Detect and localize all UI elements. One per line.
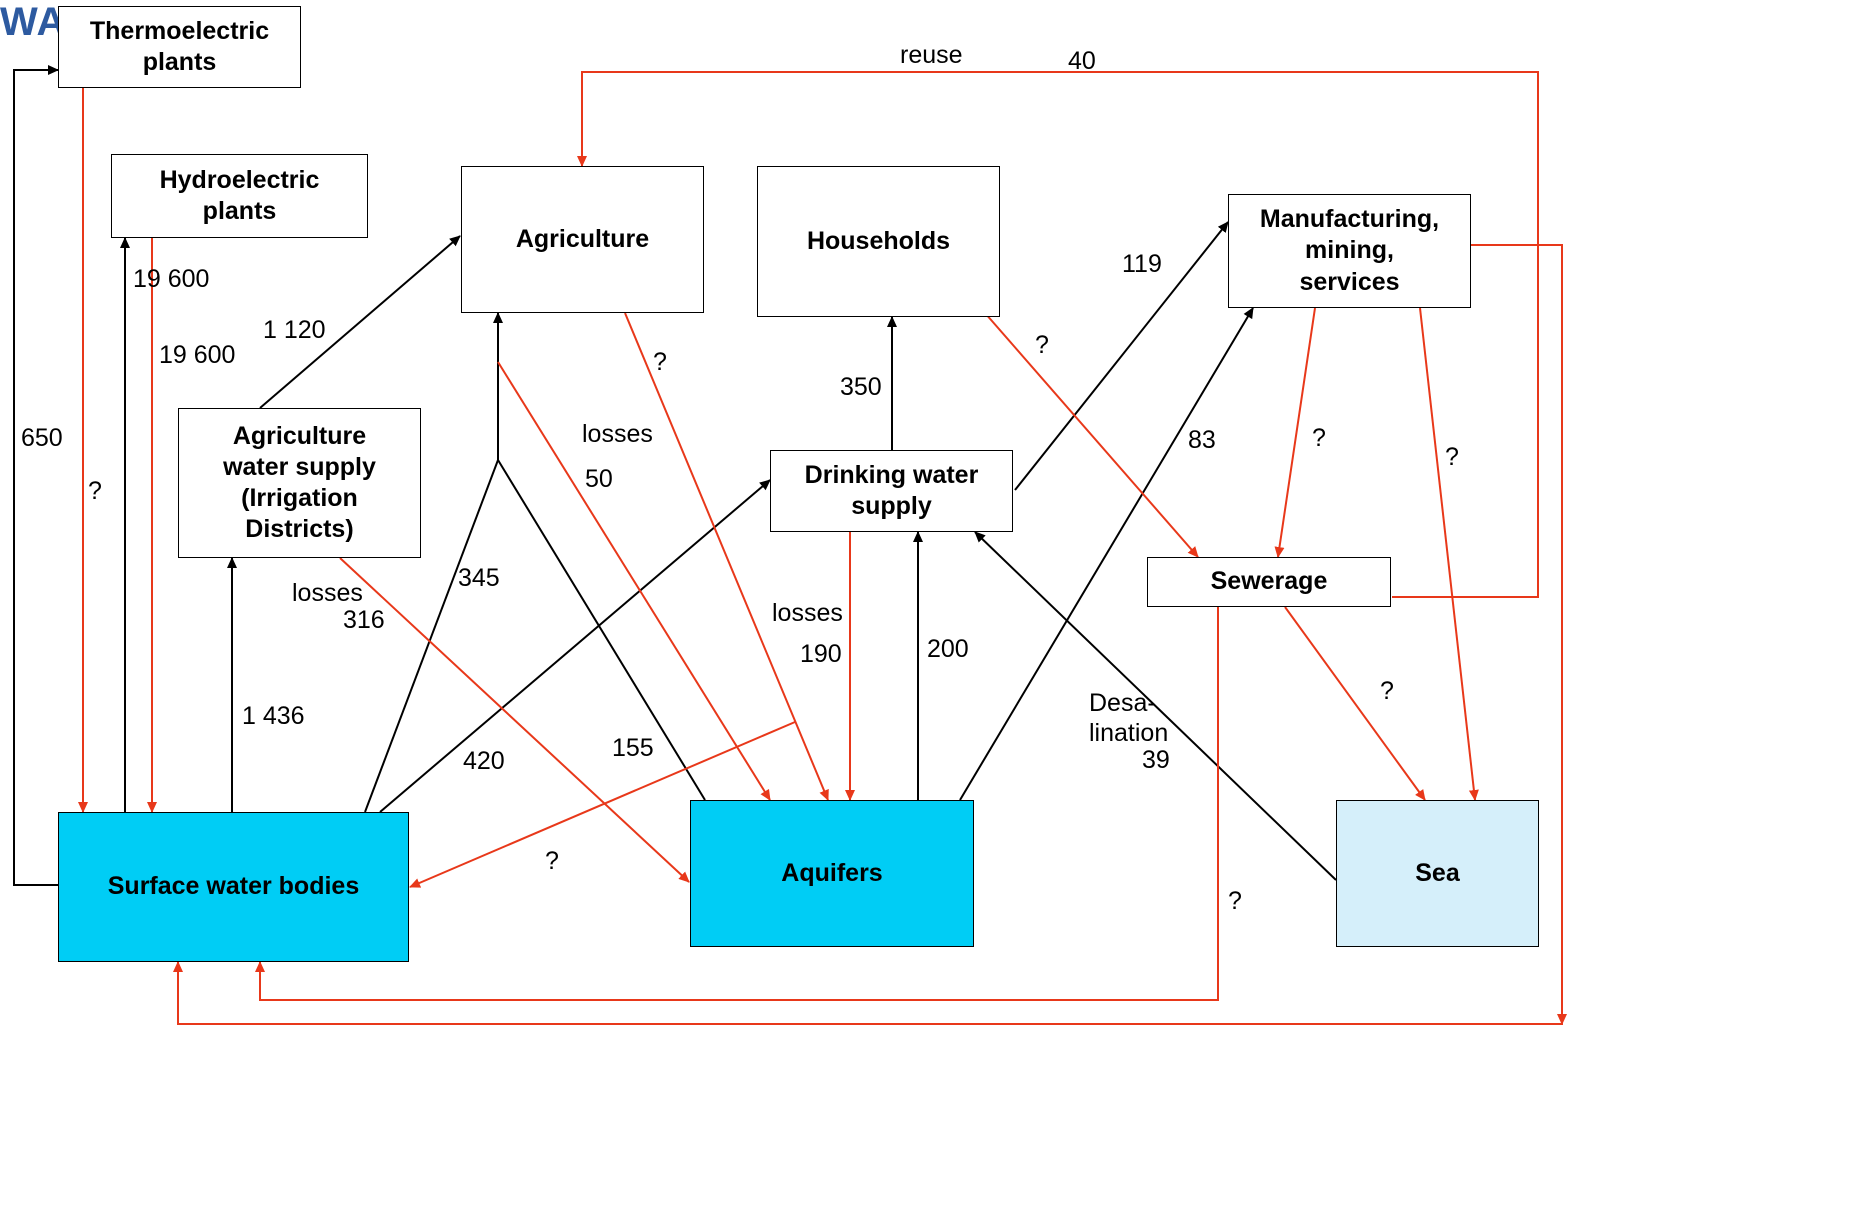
aquifer-to-surface-label: ? <box>545 847 559 875</box>
households-to-sewerage-label: ? <box>1035 331 1049 359</box>
agriculture-return-label: ? <box>653 348 667 376</box>
ag-supply-losses-value-label: 316 <box>343 606 385 634</box>
surface-to-agriculture-label: 345 <box>458 564 500 592</box>
hydro-out-label: 19 600 <box>159 341 236 369</box>
sewerage-to-sea-arrow <box>1284 606 1426 801</box>
thermo-loop-label: 650 <box>21 424 63 452</box>
drinking-to-manufacturing-label: 119 <box>1122 250 1162 278</box>
manufacturing-to-sea-label: ? <box>1445 443 1459 471</box>
hydro-in-label: 19 600 <box>133 265 210 293</box>
desalination-label: Desa- lination <box>1089 689 1169 747</box>
drinking-losses-value-label: 190 <box>800 640 842 668</box>
agriculture-losses-arrow <box>497 361 771 801</box>
sewerage-to-surface-label: ? <box>1228 887 1242 915</box>
sea-box: Sea <box>1336 800 1539 947</box>
households-box: Households <box>757 166 1000 317</box>
manufacturing-to-sewerage-arrow <box>1274 307 1316 558</box>
manufacturing-to-sewerage-label: ? <box>1312 424 1326 452</box>
surface-to-drinking-arrow <box>379 479 771 813</box>
reuse-arrow <box>577 71 1539 598</box>
drinking-to-households-label: 350 <box>840 373 882 401</box>
drinking-losses-label: losses <box>772 599 843 627</box>
aquifer-to-agriculture-label: 155 <box>612 734 654 762</box>
aquifers-box: Aquifers <box>690 800 974 947</box>
aquifer-to-drinking-label: 200 <box>927 635 969 663</box>
aquifer-to-junction-line <box>497 459 706 801</box>
aquifer-to-manufacturing-arrow <box>959 307 1254 801</box>
desalination-arrow <box>974 531 1337 881</box>
agriculture-return-arrow <box>624 312 829 801</box>
drinking-to-manufacturing-arrow <box>1014 221 1229 491</box>
desalination-value-label: 39 <box>1142 746 1170 774</box>
agriculture-losses-value-label: 50 <box>585 465 613 493</box>
reuse-label: reuse <box>900 41 963 69</box>
ag-supply-losses-arrow <box>339 557 690 883</box>
thermo-return-label: ? <box>88 477 102 505</box>
agriculture-box: Agriculture <box>461 166 704 313</box>
sewerage-to-sea-label: ? <box>1380 677 1394 705</box>
hydroelectric-plants-box: Hydroelectric plants <box>111 154 368 238</box>
ag-supply-to-agriculture-arrow <box>259 235 461 409</box>
ag-supply-to-agriculture-label: 1 120 <box>263 316 326 344</box>
sewerage-box: Sewerage <box>1147 557 1391 607</box>
aquifer-to-surface-arrow <box>409 721 796 888</box>
thermoelectric-plants-box: Thermoelectric plants <box>58 6 301 88</box>
thermo-loop-arrow <box>13 65 59 886</box>
agriculture-losses-label: losses <box>582 420 653 448</box>
surface-to-ag-supply-label: 1 436 <box>242 702 305 730</box>
drinking-water-supply-box: Drinking water supply <box>770 450 1013 532</box>
surface-to-drinking-label: 420 <box>463 747 505 775</box>
manufacturing-to-sea-arrow <box>1419 307 1479 801</box>
manufacturing-box: Manufacturing, mining, services <box>1228 194 1471 308</box>
households-to-sewerage-arrow <box>984 312 1199 558</box>
reuse-value-label: 40 <box>1068 47 1096 75</box>
ag-supply-losses-label: losses <box>292 579 363 607</box>
agriculture-water-supply-box: Agriculture water supply (Irrigation Dis… <box>178 408 421 558</box>
aquifer-to-manufacturing-label: 83 <box>1188 426 1216 454</box>
surface-water-bodies-box: Surface water bodies <box>58 812 409 962</box>
surface-to-junction-line <box>364 459 499 813</box>
sewerage-to-surface-arrow <box>255 607 1219 1001</box>
